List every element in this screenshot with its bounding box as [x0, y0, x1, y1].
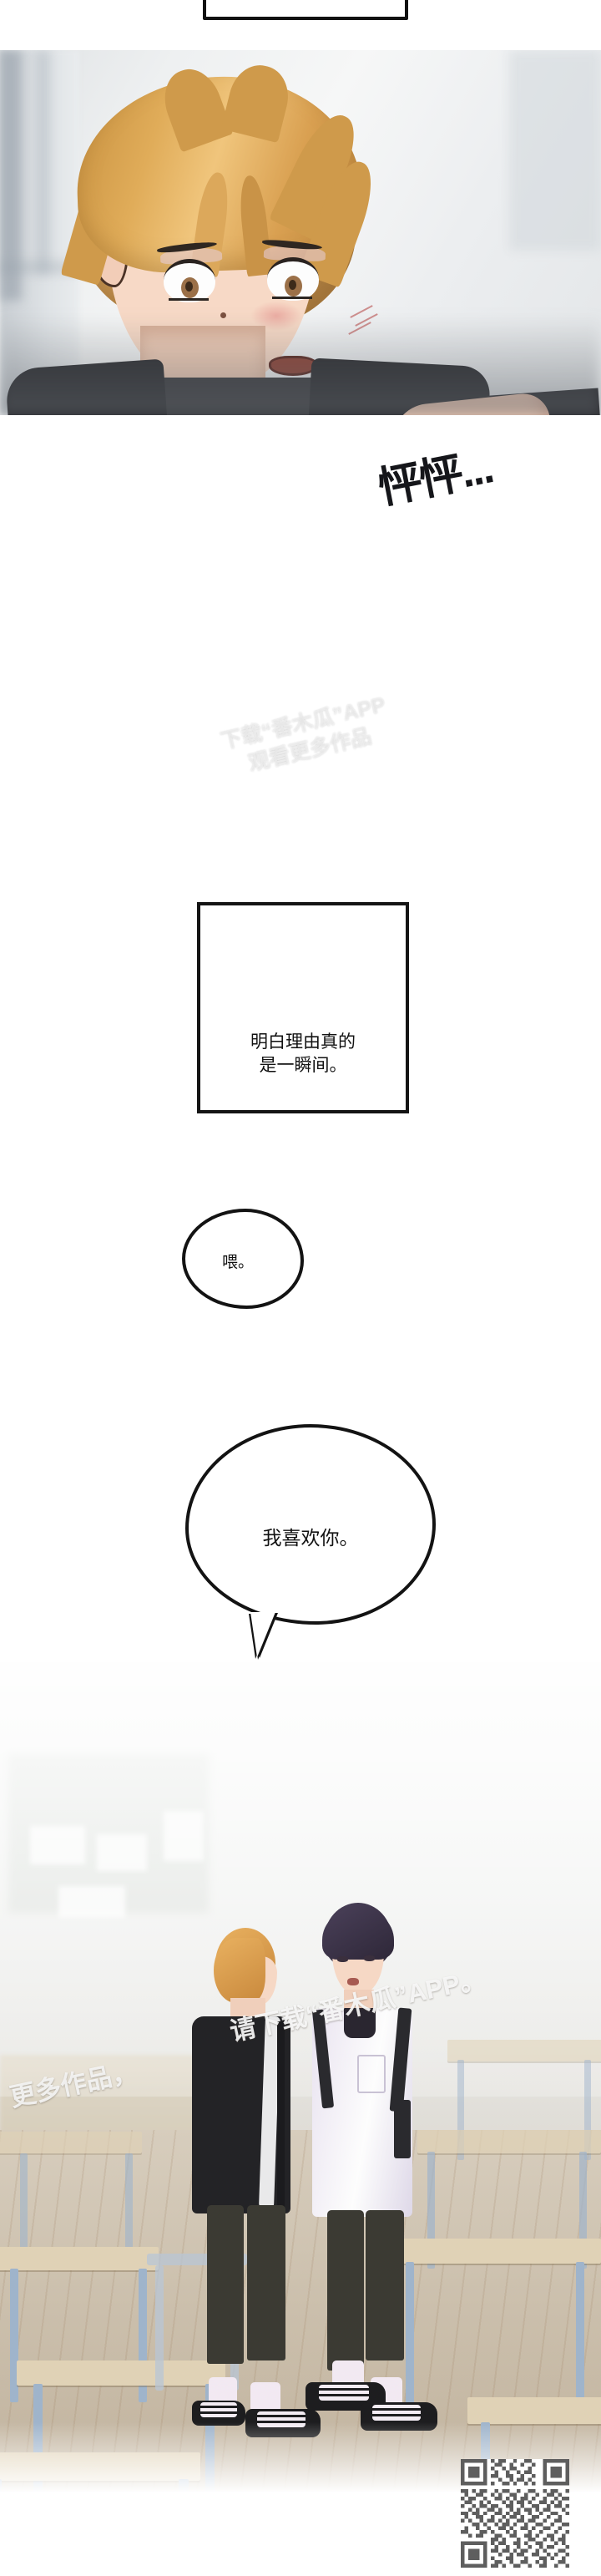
desk-leg [139, 2269, 147, 2402]
panel-haze [0, 1662, 601, 2097]
jacket-edge [277, 2021, 285, 2208]
desk [417, 2130, 601, 2153]
desk-leg [584, 2060, 591, 2160]
speech-bubble-tail [250, 1612, 275, 1657]
desk [467, 2397, 601, 2424]
desk [0, 2247, 159, 2270]
hair-side [214, 1938, 265, 2003]
desk [17, 2360, 225, 2386]
watermark-line-1: 下载“番木瓜”APP [218, 692, 388, 754]
caption-line-1: 明白理由真的 [250, 1032, 356, 1052]
lower-lid [272, 297, 312, 299]
desk [447, 2040, 601, 2061]
chair-leg [155, 2265, 164, 2391]
desk-leg [125, 2153, 133, 2262]
backpack-side [394, 2100, 411, 2158]
pants-right [247, 2205, 285, 2360]
desk-leg [427, 2152, 435, 2269]
window-frame [37, 50, 50, 274]
speech-bubble-confession: 我喜欢你。 [185, 1424, 436, 1625]
lower-lid [169, 298, 209, 301]
window-pane [509, 50, 601, 251]
eye-left [164, 259, 215, 302]
mouth [347, 1978, 359, 1985]
sock [250, 2382, 280, 2412]
eye [337, 1956, 348, 1962]
speech-bubble-hey-text: 喂。 [221, 1252, 254, 1271]
desk [0, 2132, 142, 2153]
shirt-collar [344, 2008, 376, 2038]
caption-box-narration: 明白理由真的 是一瞬间。 [197, 902, 409, 1113]
pants-left [207, 2205, 244, 2364]
sfx-heartbeat: 怦怦... [371, 441, 499, 516]
slide-sandal [192, 2401, 245, 2426]
shirt-pocket [357, 2055, 386, 2093]
sandal-strap [372, 2405, 421, 2421]
eye [364, 1955, 375, 1961]
window-frame [0, 50, 22, 301]
window-frame [0, 261, 80, 274]
pants-right [366, 2210, 404, 2360]
watermark-line-2: 观看更多作品 [246, 724, 374, 776]
sandal-strap [200, 2402, 237, 2417]
hair-fringe [322, 1908, 394, 1960]
desk-leg [406, 2262, 414, 2404]
caption-line-2: 是一瞬间。 [259, 1055, 347, 1075]
desk-leg [457, 2060, 464, 2160]
desk [392, 2239, 601, 2264]
panel-shadow [0, 315, 601, 415]
iris [181, 276, 199, 298]
sandal-strap [319, 2385, 369, 2401]
qr-code [461, 2459, 569, 2568]
desk-leg [20, 2153, 28, 2262]
caption-box-top-partial [203, 0, 408, 20]
desk-leg [10, 2269, 18, 2402]
panel-closeup [0, 50, 601, 415]
speech-bubble-confession-text: 我喜欢你。 [262, 1528, 359, 1549]
desk-leg [576, 2262, 584, 2404]
qr-code-image [461, 2459, 569, 2568]
desk-leg [579, 2152, 587, 2269]
speech-bubble-hey: 喂。 [182, 1209, 304, 1309]
eye-right [267, 257, 319, 301]
iris [285, 275, 302, 297]
pants-left [327, 2210, 364, 2371]
